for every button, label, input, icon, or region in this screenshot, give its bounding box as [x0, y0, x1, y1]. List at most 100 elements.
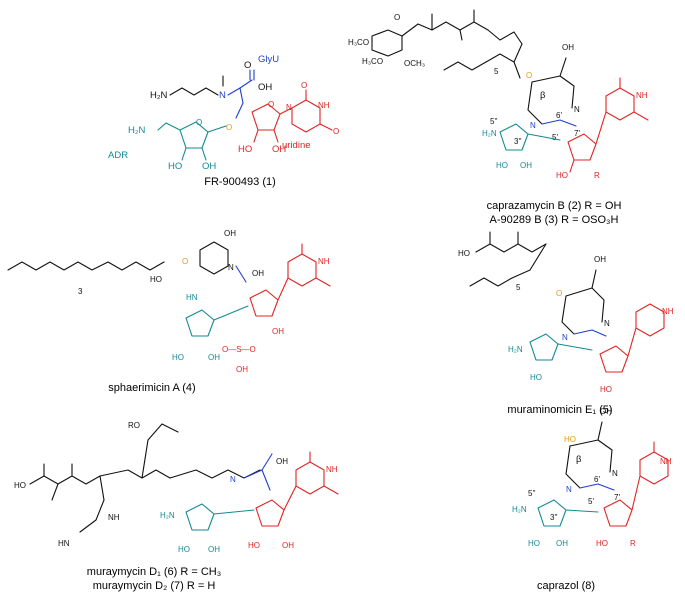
structure-caprazol: HO OH β N N 6' 7' 5' HO R NH H₂N 5'' 3''… [512, 407, 672, 548]
subscript-5: 5 [516, 283, 521, 292]
caption-a90289-b: A-90289 B (3) R = OSO₃H [489, 214, 619, 226]
atom-nh: NH [318, 257, 330, 266]
subscript-5: 5 [494, 67, 499, 76]
atom-h3co: H₃CO [348, 38, 369, 47]
atom-ro: RO [128, 421, 140, 430]
caption-caprazamycin-b: caprazamycin B (2) R = OH [486, 200, 622, 212]
atom-och3: OCH₃ [404, 59, 425, 68]
atom-nh: NH [662, 307, 674, 316]
atom-n: N [219, 90, 226, 101]
atom-oh: OH [236, 365, 248, 374]
atom-o: O [268, 100, 274, 109]
atom-nh: NH [326, 465, 338, 474]
atom-ho: HO [528, 539, 540, 548]
locant-3pp: 3'' [550, 513, 558, 522]
atom-oh: OH [276, 457, 288, 466]
atom-oh: OH [272, 327, 284, 336]
atom-n: N [530, 121, 536, 130]
label-beta: β [540, 90, 546, 101]
atom-h2n: H₂N [160, 511, 175, 520]
atom-oh: OH [562, 43, 574, 52]
locant-5pp: 5'' [528, 489, 536, 498]
atom-sulfate: O—S—O [222, 345, 256, 354]
atom-ho: HO [150, 275, 162, 284]
atom-n: N [566, 485, 572, 494]
atom-o: O [526, 71, 532, 80]
atom-oh: OH [272, 144, 286, 155]
atom-ho: HO [168, 161, 182, 172]
locant-5pp: 5'' [490, 117, 498, 126]
atom-nh: NH [660, 457, 672, 466]
atom-ho: HO [564, 435, 576, 444]
atom-ho: HO [600, 385, 612, 394]
atom-ho: HO [530, 373, 542, 382]
atom-n: N [286, 103, 292, 112]
atom-oh: OH [208, 545, 220, 554]
locant-6p: 6' [594, 475, 600, 484]
locant-5p: 5' [552, 133, 558, 142]
atom-n: N [228, 263, 234, 272]
atom-o: O [556, 289, 562, 298]
label-beta-2: β [576, 454, 582, 465]
atom-n: N [612, 469, 618, 478]
label-adr: ADR [108, 150, 128, 161]
caption-muraymycin-d1: muraymycin D₁ (6) R = CH₃ [86, 566, 222, 578]
atom-ho: HO [178, 545, 190, 554]
atom-ho: HO [172, 353, 184, 362]
atom-h2n: H₂N [508, 345, 523, 354]
atom-ho: HO [556, 171, 568, 180]
atom-r: R [594, 171, 600, 180]
label-glyu: GlyU [258, 54, 279, 65]
structure-fr900493: H₂N N O OH GlyU O H₂N HO OH ADR O O HO O… [108, 54, 339, 172]
atom-oh: OH [252, 269, 264, 278]
caption-fr900493: FR-900493 (1) [204, 176, 276, 188]
atom-ho: HO [238, 144, 252, 155]
atom-r: R [630, 539, 636, 548]
locant-7p: 7' [614, 493, 620, 502]
atom-oh: OH [520, 161, 532, 170]
atom-oh: OH [594, 255, 606, 264]
structure-sphaerimicin-a: 3 HO O OH N HN OH HO OH OH O—S—O OH NH [7, 229, 331, 374]
atom-ho: HO [458, 249, 470, 258]
label-uridine: uridine [282, 140, 311, 151]
atom-oh: OH [202, 161, 216, 172]
atom-o: O [333, 127, 339, 136]
atom-oh: OH [600, 407, 612, 416]
atom-n: N [562, 333, 568, 342]
atom-h2n: H₂N [150, 90, 168, 101]
atom-oh: OH [224, 229, 236, 238]
structure-caprazamycin-b: O H₃CO H₃CO OCH₃ 5 O OH β N N 6' 7' 5' H… [348, 9, 649, 180]
atom-h2n: H₂N [512, 505, 527, 514]
atom-hn: HN [186, 293, 198, 302]
atom-oh: OH [556, 539, 568, 548]
atom-o: O [182, 257, 188, 266]
atom-h2n: H₂N [128, 125, 146, 136]
caption-muraminomicin-e1: muraminomicin E₁ (5) [507, 404, 613, 416]
atom-h3co: H₃CO [362, 57, 383, 66]
atom-oh: OH [258, 82, 272, 93]
locant-6p: 6' [556, 111, 562, 120]
atom-n: N [230, 475, 236, 484]
structure-muraminomicin-e1: HO 5 O OH N N HO NH H₂N HO [458, 231, 674, 394]
locant-3pp: 3'' [514, 137, 522, 146]
atom-ho: HO [496, 161, 508, 170]
atom-n: N [604, 319, 610, 328]
atom-o: O [226, 123, 232, 132]
atom-ho: HO [14, 481, 26, 490]
locant-7p: 7' [574, 129, 580, 138]
atom-nh: NH [636, 91, 648, 100]
atom-o: O [394, 13, 400, 22]
subscript-3: 3 [78, 287, 83, 296]
atom-nh: NH [318, 101, 330, 110]
atom-h2n: H₂N [482, 129, 497, 138]
atom-nh: NH [108, 513, 120, 522]
structure-muraymycin-d: HO HN NH RO N OH H₂N HO OH HO OH NH [14, 421, 339, 554]
atom-ho: HO [248, 541, 260, 550]
locant-5p: 5' [588, 497, 594, 506]
caption-sphaerimicin-a: sphaerimicin A (4) [108, 382, 196, 394]
atom-oh: OH [208, 353, 220, 362]
atom-o: O [301, 81, 307, 90]
caption-muraymycin-d2: muraymycin D₂ (7) R = H [92, 580, 216, 592]
atom-oh: OH [282, 541, 294, 550]
